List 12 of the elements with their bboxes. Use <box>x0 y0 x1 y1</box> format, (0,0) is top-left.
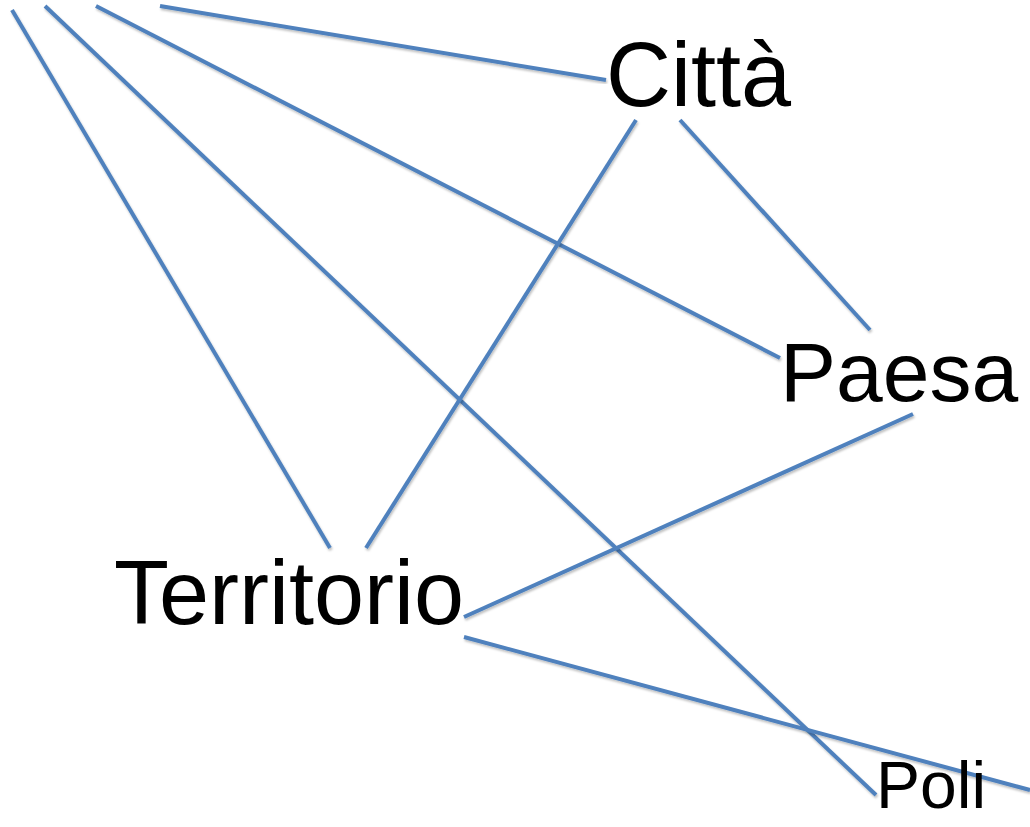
connector-line <box>43 4 878 797</box>
node-label: Città <box>606 30 792 120</box>
connector-line <box>463 635 1030 792</box>
node-label: Paesa <box>780 330 1019 414</box>
connector-line <box>678 118 872 332</box>
connector-line <box>463 412 914 619</box>
connector-line <box>364 118 638 550</box>
connector-line <box>95 4 781 360</box>
connector-line <box>10 9 332 549</box>
node-label: Territorio <box>114 548 465 638</box>
connector-line <box>159 4 607 82</box>
node-label: Poli <box>876 752 987 818</box>
